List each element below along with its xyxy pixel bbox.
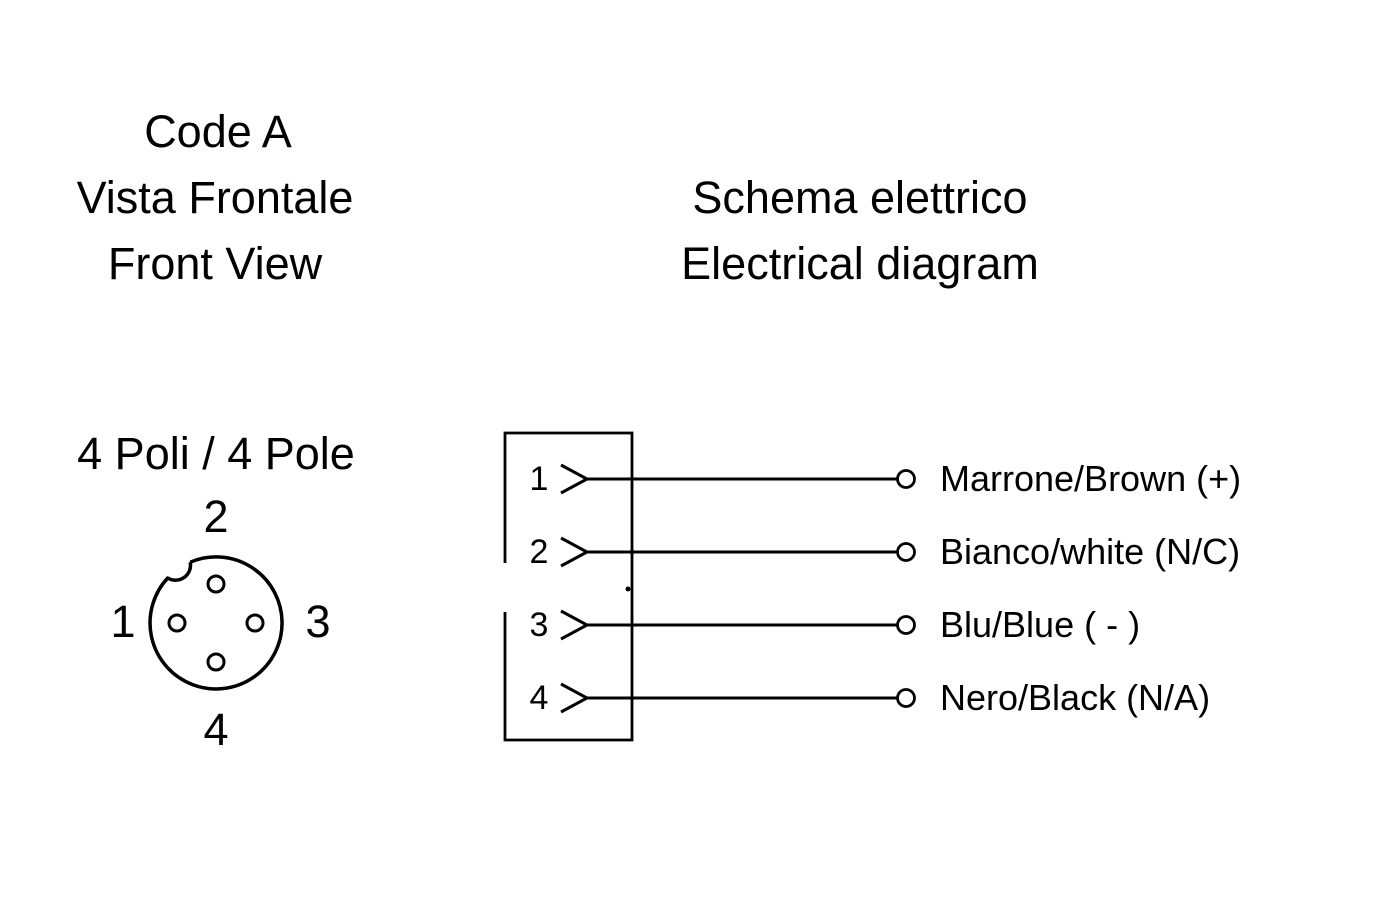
stray-dot — [625, 586, 631, 592]
connector-body-outline — [503, 431, 634, 742]
wire-label-4: Nero/Black (N/A) — [940, 677, 1211, 718]
front-view-title-italian: Vista Frontale — [76, 172, 354, 223]
front-pin-label-4: 4 — [203, 704, 229, 755]
diagram-pin-number-4: 4 — [529, 679, 549, 717]
diagram-pin-number-3: 3 — [529, 606, 549, 644]
terminal-circle-4 — [896, 688, 916, 708]
wire-label-2: Bianco/white (N/C) — [940, 531, 1241, 572]
wire-label-3: Blu/Blue ( - ) — [940, 604, 1141, 645]
terminal-circle-3 — [896, 615, 916, 635]
pin-contact-arrow-1 — [560, 463, 591, 495]
front-pin-label-1: 1 — [110, 596, 136, 647]
diagram-pin-number-1: 1 — [529, 460, 549, 498]
pin-hole-3 — [245, 613, 265, 633]
pin-hole-2 — [206, 574, 226, 594]
schema-title-italian: Schema elettrico — [692, 172, 1028, 223]
pole-count-label: 4 Poli / 4 Pole — [77, 428, 355, 479]
pin-contact-arrow-2 — [560, 536, 591, 568]
front-pin-label-3: 3 — [305, 596, 331, 647]
pin-hole-1 — [167, 613, 187, 633]
connector-outline-with-keyway-notch — [148, 555, 284, 691]
wire-label-1: Marrone/Brown (+) — [940, 458, 1242, 499]
terminal-circle-1 — [896, 469, 916, 489]
pin-contact-arrow-4 — [560, 682, 591, 714]
pin-hole-4 — [206, 652, 226, 672]
front-view-title-english: Front View — [107, 238, 323, 289]
pin-contact-arrow-3 — [560, 609, 591, 641]
terminal-circle-2 — [896, 542, 916, 562]
schema-title-english: Electrical diagram — [681, 238, 1039, 289]
code-title: Code A — [144, 106, 292, 157]
front-pin-label-2: 2 — [203, 491, 229, 542]
diagram-pin-number-2: 2 — [529, 533, 549, 571]
